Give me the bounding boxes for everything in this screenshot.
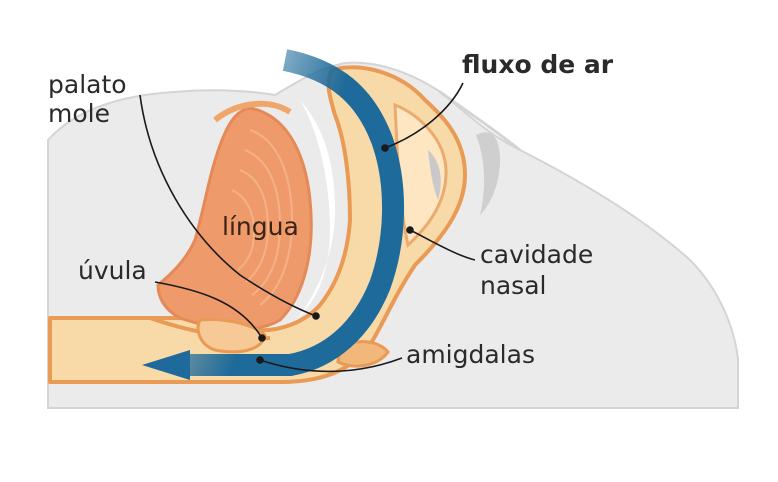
nose-outline bbox=[439, 90, 521, 152]
label-uvula: úvula bbox=[78, 256, 147, 285]
leader-lines bbox=[139, 82, 476, 373]
uvula-shape bbox=[196, 318, 267, 354]
tongue-striations bbox=[231, 129, 294, 306]
label-cavidade: cavidade bbox=[480, 240, 594, 269]
nostril-shading bbox=[476, 132, 500, 215]
leader-cavidade-dot bbox=[406, 226, 414, 234]
leader-uvula bbox=[154, 281, 263, 339]
leader-amigdalas bbox=[259, 357, 403, 373]
airway-gap bbox=[296, 100, 335, 320]
leader-cavidade bbox=[409, 229, 476, 261]
label-mole: mole bbox=[48, 99, 110, 128]
leader-amigdalas-dot bbox=[256, 356, 264, 364]
leader-palato-mole bbox=[139, 94, 317, 317]
label-fluxo-de-ar: fluxo de ar bbox=[462, 50, 614, 79]
label-palato: palato bbox=[48, 70, 127, 99]
airflow-arrowhead bbox=[142, 350, 190, 380]
palate-outline bbox=[213, 100, 292, 123]
leader-uvula-dot bbox=[258, 334, 266, 342]
airflow-path bbox=[190, 49, 405, 376]
tongue bbox=[156, 106, 313, 331]
leader-palato-mole-dot bbox=[312, 312, 320, 320]
nasal-cavity-shadow bbox=[428, 150, 441, 200]
label-lingua: língua bbox=[222, 212, 299, 241]
label-nasal: nasal bbox=[480, 271, 547, 300]
leader-fluxo bbox=[384, 82, 464, 149]
leader-fluxo-dot bbox=[381, 144, 389, 152]
label-amigdalas: amigdalas bbox=[406, 340, 535, 369]
